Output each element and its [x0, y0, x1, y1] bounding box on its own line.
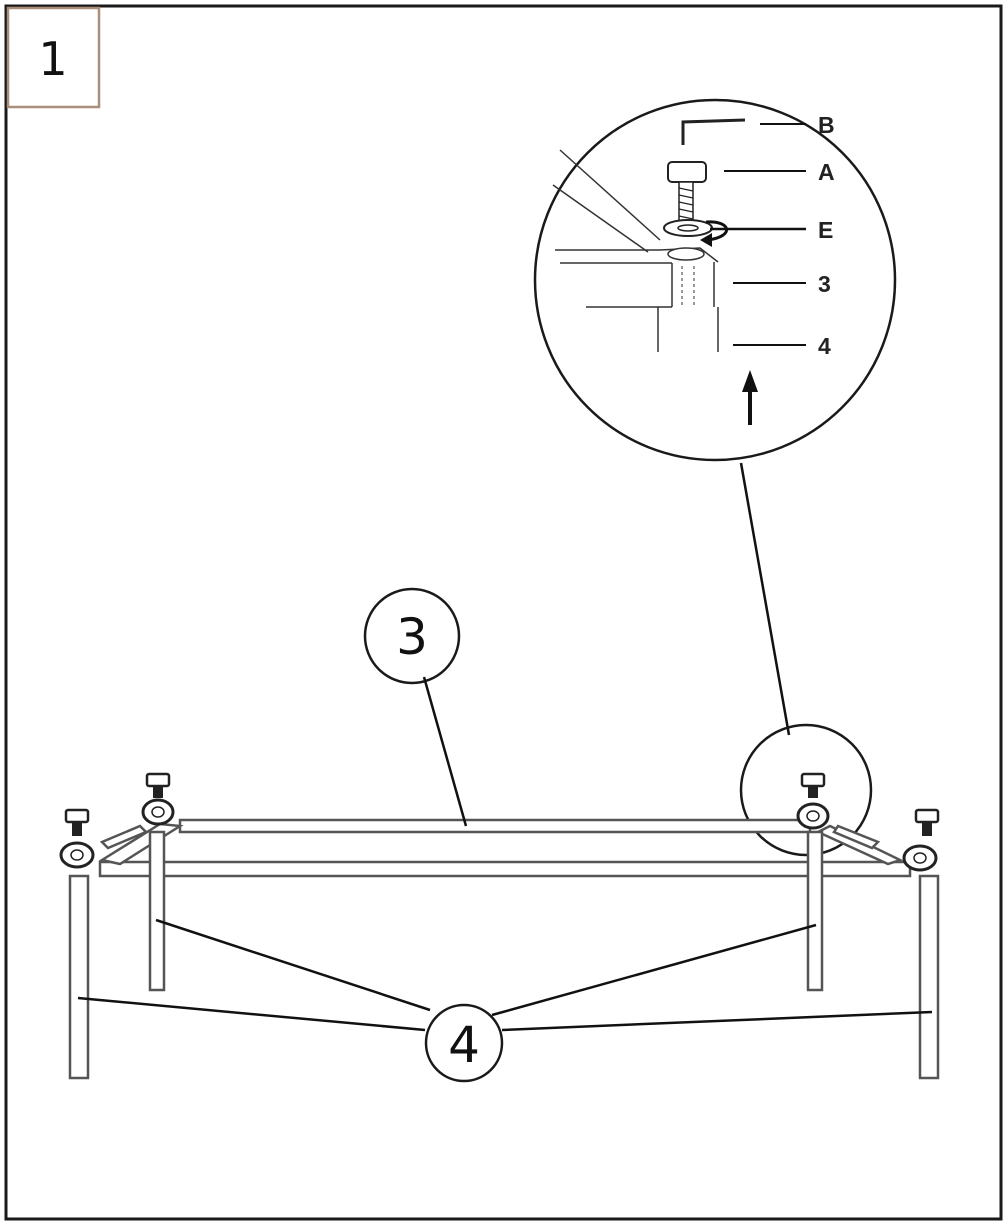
leader-leg-front-right — [501, 1010, 933, 1032]
label-b: B — [818, 112, 835, 138]
bolt-back-left — [141, 772, 175, 826]
leg-front-right — [918, 874, 940, 1080]
leg-front-left — [68, 874, 90, 1080]
magnifier-connector — [739, 462, 791, 736]
bolt-front-left — [59, 808, 95, 869]
callout-frame: 3 — [363, 587, 468, 827]
detail-rail-top — [559, 149, 661, 241]
frame-right-rail — [815, 824, 904, 866]
diagram-border — [4, 4, 1003, 1221]
detail-magnifier: B A E 3 4 — [533, 98, 897, 462]
label-4: 4 — [818, 333, 831, 359]
allen-key — [681, 118, 746, 145]
frame-back-rail — [178, 818, 812, 834]
detail-bolt-head — [667, 161, 707, 183]
detail-bolt-thread — [678, 187, 694, 220]
step-number: 1 — [38, 32, 67, 86]
frame-right-bracket — [832, 824, 881, 850]
callout-frame-leader — [422, 676, 468, 827]
step-number-box: 1 — [6, 6, 101, 109]
table-frame — [98, 818, 912, 878]
label-a: A — [818, 159, 835, 185]
leader-leg-back-right — [491, 923, 817, 1017]
detail-hidden-hole — [681, 266, 695, 305]
frame-front-rail — [98, 860, 912, 878]
callout-legs: 4 — [77, 918, 933, 1083]
label-3: 3 — [818, 271, 831, 297]
detail-leg — [657, 307, 719, 352]
bolt-back-right — [796, 772, 830, 830]
detail-hole-top — [667, 247, 705, 261]
label-e: E — [818, 217, 833, 243]
table-legs — [68, 830, 940, 1080]
callout-frame-label: 3 — [396, 608, 428, 666]
leg-back-right — [806, 830, 824, 992]
detail-rail-bottom — [552, 184, 649, 253]
callout-legs-label: 4 — [448, 1016, 480, 1074]
frame-left-bracket — [99, 824, 149, 850]
leader-leg-back-left — [155, 918, 431, 1012]
leader-leg-front-left — [77, 996, 426, 1032]
bolt-front-right — [902, 808, 940, 872]
leg-back-left — [148, 830, 166, 992]
corner-highlight-circle — [739, 723, 873, 857]
